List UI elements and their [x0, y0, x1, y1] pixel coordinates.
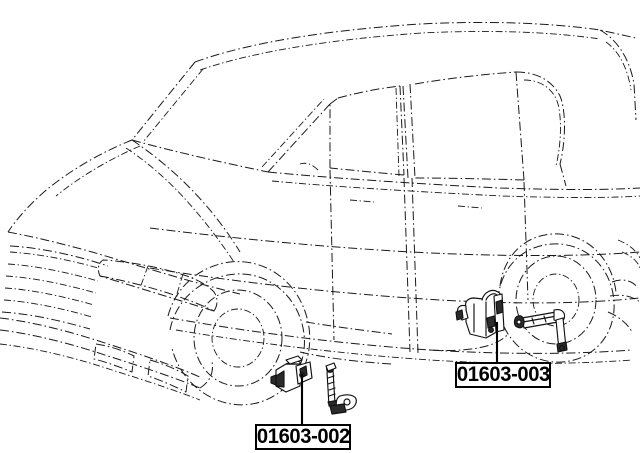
part-detail-front-sensor	[270, 355, 357, 415]
vehicle-outline	[0, 21, 640, 406]
part-number-text-rear: 01603-003	[456, 363, 550, 386]
part-number-label-front[interactable]: 01603-002	[255, 424, 351, 450]
part-number-text-front: 01603-002	[256, 425, 350, 448]
part-number-label-rear[interactable]: 01603-003	[455, 362, 551, 388]
part-detail-rear-sensor	[455, 289, 568, 353]
